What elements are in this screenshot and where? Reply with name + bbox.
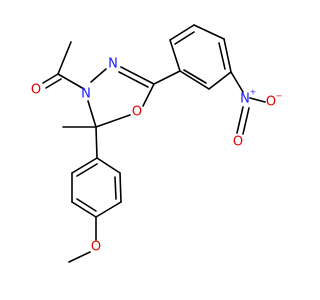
bond-c5-aryl (153, 70, 181, 85)
nitro-oxygen-single-label: O (266, 95, 276, 110)
bond-c2-anisyl (95, 126, 98, 159)
atom-labels: O N N O N + O − O O (31, 57, 282, 255)
bond-methoxy-o-methyl (68, 251, 91, 263)
bond-an2-an3-inner (114, 176, 117, 200)
molecule-structure-diagram: O N N O N + O − O O (0, 0, 300, 300)
methoxy-oxygen-label: O (91, 240, 101, 255)
bond-acetyl-carbonyl-a (42, 73, 59, 84)
bond-ar4-ar5-inner (218, 42, 226, 70)
bond-acetyl-carbon-n3 (57, 73, 85, 90)
bond-n3-n4 (90, 68, 107, 83)
bond-ring-oxygen-c2 (95, 114, 131, 128)
bond-nitro-n-o-double-b (242, 107, 250, 135)
bond-an1-an2 (96, 157, 121, 174)
bond-ar2-ar3-inner (174, 31, 195, 45)
n3-nitrogen-label: N (81, 87, 91, 102)
bond-nitro-n-o-single (249, 97, 266, 103)
bond-ar1-ar2 (169, 39, 181, 72)
bond-ar3-ar4 (193, 24, 225, 40)
bond-an2-an3 (119, 172, 122, 203)
bond-an6-an1-inner (76, 163, 98, 177)
bond-ar2-ar3 (169, 24, 195, 41)
bond-an4-an5 (71, 201, 97, 218)
n4-nitrogen-label: N (108, 57, 118, 72)
bond-an3-an4 (95, 201, 122, 218)
canvas-background (0, 0, 300, 300)
bond-ar6-ar1-inner (183, 69, 207, 84)
bond-ar5-nitro-n (230, 71, 244, 93)
ring-oxygen-label: O (132, 105, 142, 120)
bond-n4-c5-b (118, 71, 149, 88)
nitro-nitrogen-charge: + (250, 88, 257, 97)
bond-ar6-ar1 (179, 70, 210, 90)
nitro-oxygen-double-label: O (233, 135, 243, 150)
nitro-oxygen-single-charge: − (276, 92, 283, 101)
bonds (42, 24, 266, 263)
acetyl-oxygen-label: O (31, 83, 41, 98)
bond-c2-n3 (87, 100, 97, 128)
bond-methyl-acetyl-carbon (57, 41, 72, 75)
bond-an6-an1 (71, 157, 98, 174)
bond-an4-an5-inner (76, 198, 97, 212)
bond-ar4-ar5 (223, 38, 232, 73)
bond-ar5-ar6 (208, 71, 232, 90)
bond-n4-c5-a (120, 66, 155, 85)
nitro-nitrogen-label: N (240, 92, 250, 107)
bond-nitro-n-o-double-a (236, 106, 244, 134)
bond-acetyl-carbonyl-b (45, 78, 62, 89)
bond-c5-ring-oxygen (142, 83, 155, 107)
